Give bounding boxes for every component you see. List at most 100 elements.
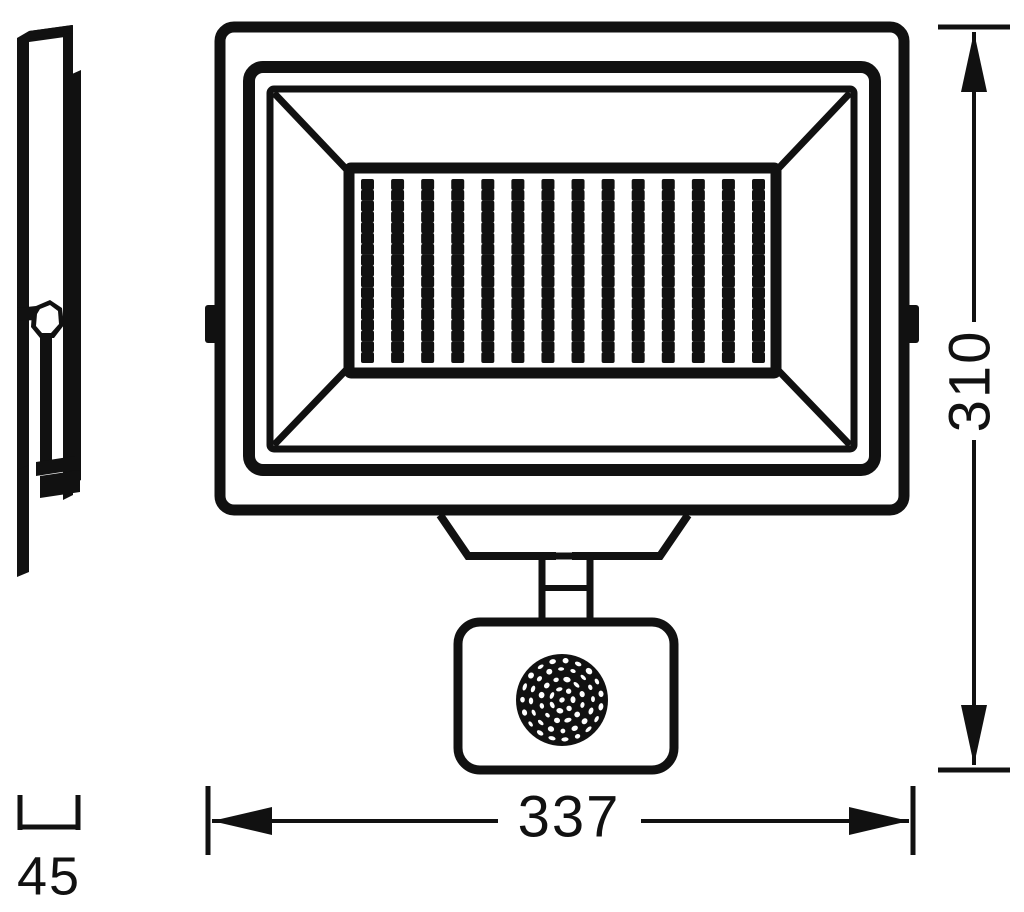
side-view-bracket-base: [36, 456, 75, 476]
led-dot: [481, 265, 495, 277]
led-dot: [752, 243, 765, 255]
led-dot: [451, 179, 465, 190]
led-dot: [361, 189, 374, 201]
led-dot: [451, 352, 465, 363]
led-dot: [631, 243, 645, 255]
led-dot: [661, 352, 675, 363]
dimension-depth-45: 45: [17, 795, 81, 906]
sensor-dome-speck: [558, 667, 565, 671]
led-dot: [541, 233, 555, 245]
led-dot: [691, 287, 705, 299]
led-dot: [511, 287, 525, 299]
sensor-dome-speck: [562, 657, 569, 664]
side-view-top-edge: [29, 25, 73, 39]
dim310-arrow-top: [961, 32, 987, 92]
led-dot: [481, 276, 495, 288]
led-dot: [421, 287, 435, 299]
led-dot: [511, 243, 525, 255]
led-dot: [511, 319, 525, 331]
sensor-dome-speck: [570, 669, 576, 674]
led-dot: [661, 200, 675, 212]
bracket-shoulder-right: [572, 512, 692, 560]
led-dot: [361, 308, 374, 320]
led-dot: [631, 287, 645, 299]
led-dot: [571, 297, 585, 309]
led-dot: [571, 179, 585, 190]
led-dot: [571, 211, 585, 223]
led-dot: [421, 179, 435, 190]
sensor-dome-speck: [556, 708, 564, 714]
sensor-dome-speck: [588, 707, 594, 715]
lens-outer-border: [266, 85, 858, 453]
sensor-dome-speck: [594, 715, 599, 723]
led-dot: [631, 319, 645, 331]
led-dot: [691, 297, 705, 309]
sensor-dome-speck: [528, 672, 534, 679]
led-dot: [541, 352, 555, 363]
led-dot: [391, 308, 405, 320]
sensor-dome-speck: [598, 703, 604, 711]
led-dot: [421, 200, 435, 212]
led-panel-border: [343, 162, 782, 379]
led-dot: [451, 254, 465, 266]
led-dot: [541, 179, 555, 190]
led-dot: [511, 200, 525, 212]
led-dot: [361, 200, 374, 212]
led-dot: [571, 200, 585, 212]
led-dot: [691, 308, 705, 320]
led-dot: [691, 200, 705, 212]
led-dot: [481, 330, 495, 342]
led-dot: [601, 330, 615, 342]
led-dot: [541, 297, 555, 309]
led-dot: [721, 308, 735, 320]
led-dot: [661, 254, 675, 266]
led-dot: [511, 179, 525, 190]
sensor-dome-speck: [537, 664, 544, 670]
sensor-dome-speck: [549, 692, 555, 699]
led-dot: [631, 265, 645, 277]
sensor-dome-speck: [570, 696, 576, 704]
sensor-dome-speck: [553, 677, 559, 683]
led-dot: [391, 243, 405, 255]
led-dot: [511, 297, 525, 309]
led-dot: [541, 319, 555, 331]
sensor-dome-speck: [580, 702, 585, 708]
motion-sensor-body: [453, 617, 679, 775]
bevel-diagonal-bottom-left: [271, 364, 352, 448]
led-dot: [631, 189, 645, 201]
dimension-height-310: 310: [937, 24, 1010, 773]
sensor-dome-speck: [536, 730, 544, 736]
led-dot: [391, 265, 405, 277]
led-dot: [361, 297, 374, 309]
led-dot: [451, 211, 465, 223]
led-dot: [481, 189, 495, 201]
led-dot: [691, 341, 705, 353]
led-dot: [601, 352, 615, 363]
led-dot: [451, 233, 465, 245]
sensor-dome-speck: [574, 733, 581, 739]
dim310-arrow-bottom: [961, 705, 987, 765]
side-view-bracket-arm: [40, 334, 52, 474]
sensor-dome-speck: [566, 705, 572, 712]
led-dot: [601, 189, 615, 201]
led-dot: [541, 287, 555, 299]
led-dot: [571, 330, 585, 342]
led-dot: [511, 330, 525, 342]
sensor-dome-speck: [581, 718, 588, 725]
dim337-value: 337: [518, 784, 621, 849]
led-dot: [421, 265, 435, 277]
led-dot: [481, 200, 495, 212]
led-dot: [631, 254, 645, 266]
sensor-dome-speck: [556, 687, 563, 692]
led-dot: [391, 341, 405, 353]
led-dot: [451, 276, 465, 288]
led-dot: [631, 341, 645, 353]
led-dot: [511, 341, 525, 353]
led-dot: [571, 352, 585, 363]
sensor-dome-speck: [538, 691, 545, 699]
sensor-dome-speck: [547, 726, 555, 732]
led-dot: [661, 222, 675, 234]
side-view-front-face: [63, 31, 73, 500]
led-dot: [511, 265, 525, 277]
led-dot: [511, 211, 525, 223]
